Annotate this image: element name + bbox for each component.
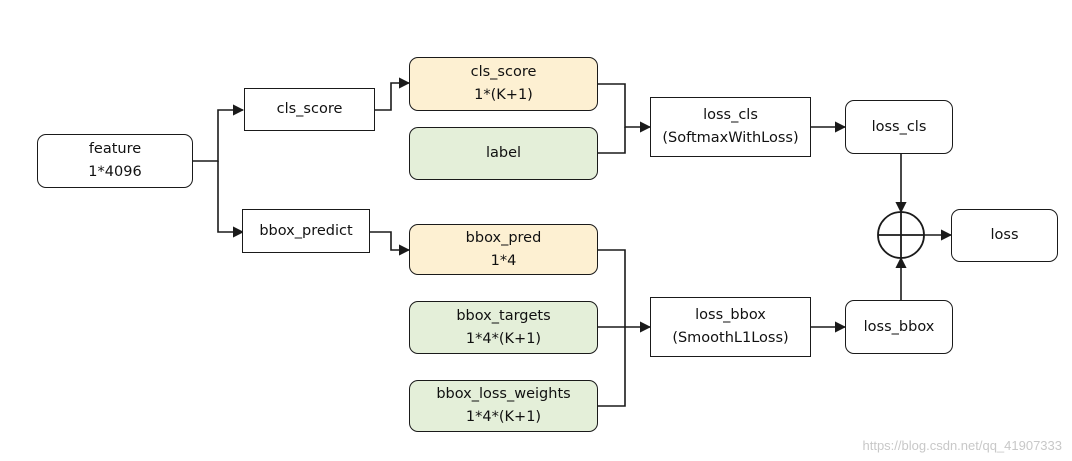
node-shape-label: 1*4096 [88, 164, 142, 180]
edge-feature-to-bbox-predict [217, 161, 245, 238]
node-label: bbox_predict [259, 222, 353, 239]
edge-bbox-pred-to-loss-bbox [598, 249, 652, 333]
edge-cls-blob-to-loss-cls [598, 83, 652, 133]
circle-plus-icon [877, 211, 925, 259]
node-label: bbox_targets [456, 307, 551, 324]
feature-node: feature 1*4096 [37, 134, 193, 188]
node-type-label: (SmoothL1Loss) [672, 330, 789, 346]
label-blob-node: label [409, 127, 598, 180]
node-label: label [485, 145, 522, 161]
edge-bbox-weights-to-loss-bbox [598, 327, 626, 407]
loss-cls-layer-node: loss_cls (SoftmaxWithLoss) [650, 97, 811, 157]
bbox-predict-layer-node: bbox_predict [242, 209, 370, 253]
node-label: cls_score [470, 64, 537, 80]
loss-bbox-output-node: loss_bbox [845, 300, 953, 354]
edge-label-to-loss-cls [598, 127, 626, 154]
edge-bbox-predict-to-blob [370, 231, 411, 256]
watermark: https://blog.csdn.net/qq_41907333 [862, 438, 1063, 453]
edge-feature-to-cls-score [193, 104, 245, 162]
cls-score-layer-node: cls_score [244, 88, 375, 131]
loss-bbox-layer-node: loss_bbox (SmoothL1Loss) [650, 297, 811, 357]
node-label: loss_bbox [695, 307, 766, 323]
node-label: loss_bbox [863, 318, 935, 335]
node-shape-label: 1*4*(K+1) [465, 330, 542, 347]
cls-score-blob-node: cls_score 1*(K+1) [409, 57, 598, 111]
loss-output-node: loss [951, 209, 1058, 262]
bbox-targets-blob-node: bbox_targets 1*4*(K+1) [409, 301, 598, 354]
node-shape-label: 1*4 [490, 252, 517, 269]
node-label: loss_cls [871, 118, 927, 135]
node-shape-label: 1*(K+1) [474, 87, 533, 103]
node-label: bbox_pred [465, 229, 542, 246]
edge-cls-score-to-blob [375, 77, 411, 111]
loss-cls-output-node: loss_cls [845, 100, 953, 154]
bbox-pred-blob-node: bbox_pred 1*4 [409, 224, 598, 275]
node-shape-label: 1*4*(K+1) [465, 409, 542, 425]
bbox-loss-weights-blob-node: bbox_loss_weights 1*4*(K+1) [409, 380, 598, 432]
node-type-label: (SoftmaxWithLoss) [662, 130, 799, 146]
node-label: feature [88, 141, 142, 157]
node-label: bbox_loss_weights [436, 386, 571, 402]
node-label: loss_cls [703, 107, 758, 123]
node-label: loss [990, 227, 1019, 243]
node-label: cls_score [276, 101, 343, 117]
